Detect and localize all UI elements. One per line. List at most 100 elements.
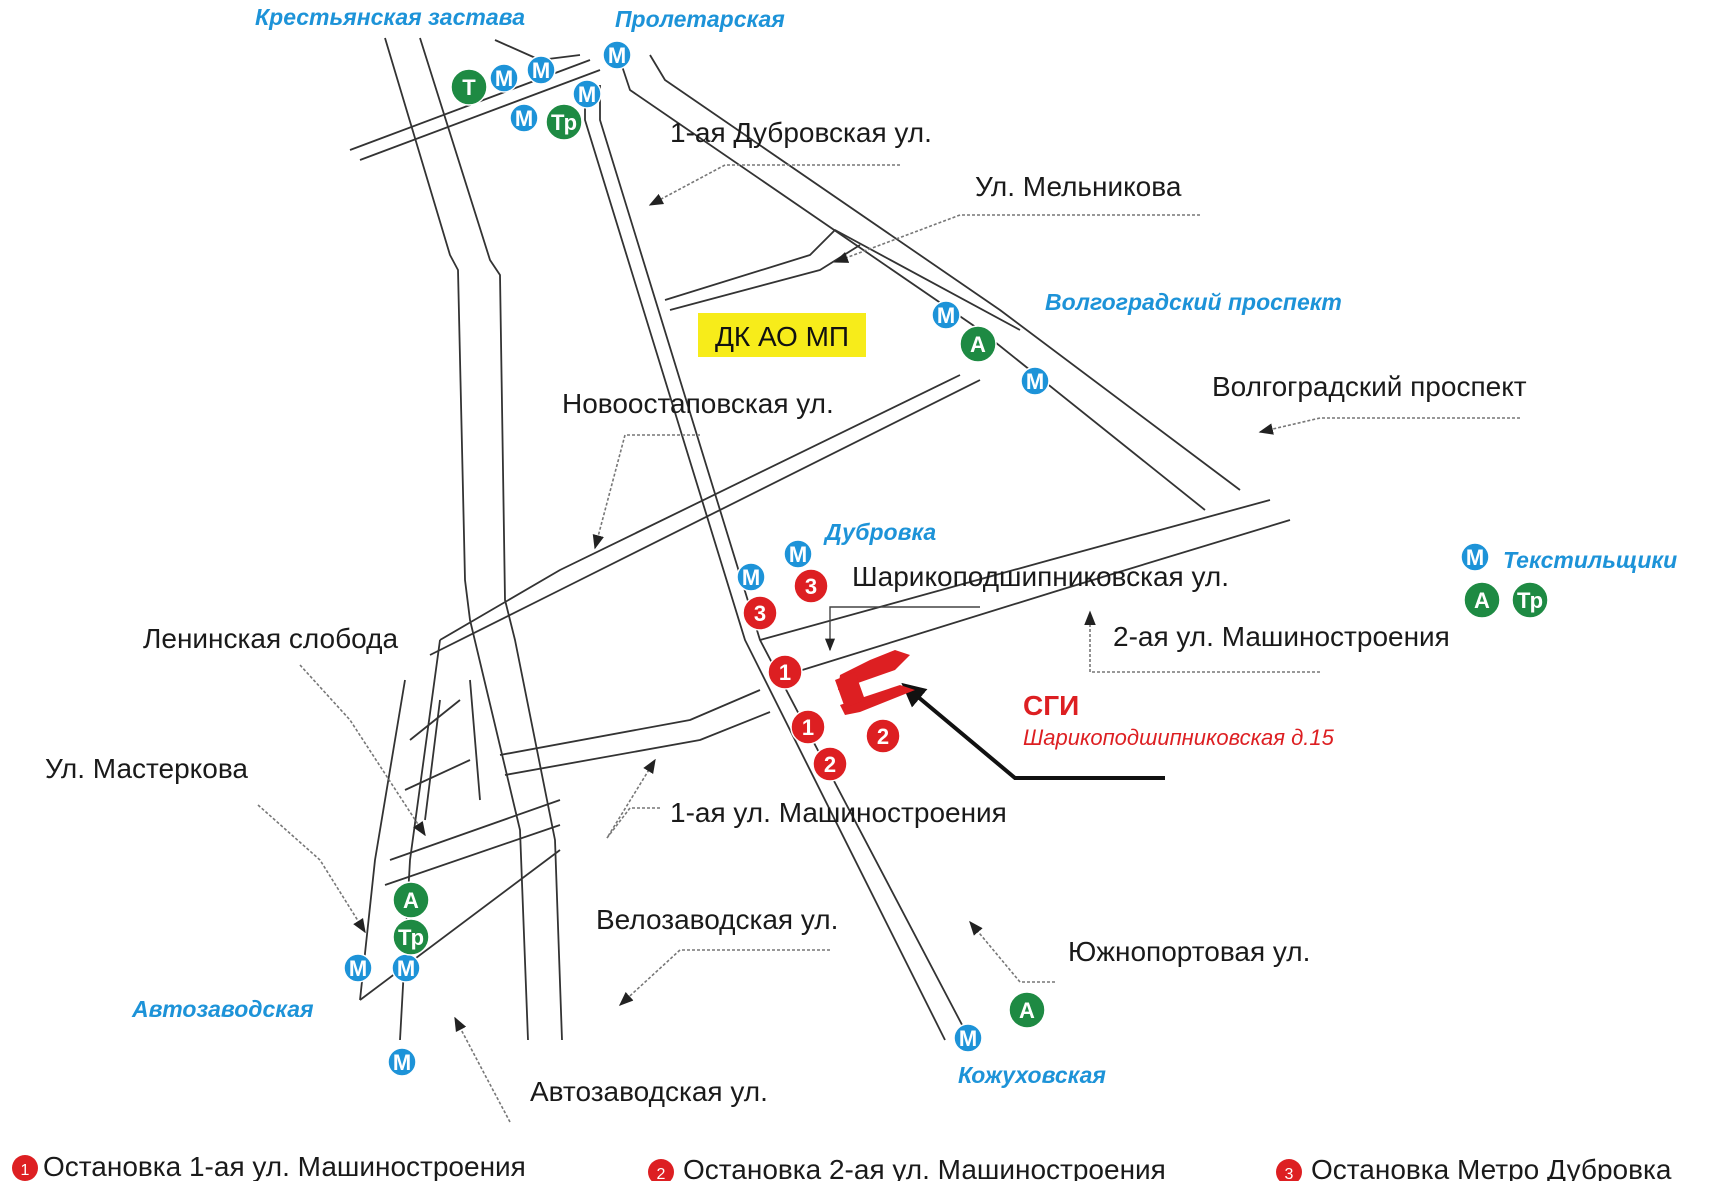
stop-2-icon bbox=[648, 1159, 674, 1185]
stop-1-icon: 1 bbox=[790, 709, 826, 745]
road-lenin-grid-4 bbox=[469, 679, 481, 801]
legend: 1 Остановка 1-ая ул. Машиностроения 2 Ос… bbox=[12, 1151, 1672, 1185]
svg-text:1: 1 bbox=[21, 1162, 30, 1179]
legend-item: 1 Остановка 1-ая ул. Машиностроения bbox=[12, 1151, 526, 1182]
road-left-avenue-b bbox=[419, 37, 563, 1041]
leader-avtozav-ul bbox=[454, 1016, 511, 1123]
road-melnikova-b bbox=[669, 244, 861, 311]
road-novoostap-b bbox=[429, 379, 981, 656]
road-krest-diag-b bbox=[359, 69, 601, 161]
svg-text:М: М bbox=[397, 956, 415, 981]
road-melnikova-a bbox=[664, 229, 1021, 331]
svg-text:2: 2 bbox=[824, 752, 836, 777]
metro-icon: М bbox=[602, 40, 632, 70]
street-labels: 1-ая Дубровская ул. Ул. Мельникова Волго… bbox=[45, 117, 1527, 1107]
metro-icon: М bbox=[736, 562, 766, 592]
leader-leninskaya bbox=[299, 664, 426, 837]
road-mash1-b bbox=[504, 711, 771, 776]
metro-icon: М bbox=[953, 1023, 983, 1053]
svg-text:М: М bbox=[1466, 545, 1484, 570]
leader-dubrovskaya1 bbox=[648, 164, 900, 206]
metro-icon: М bbox=[526, 55, 556, 85]
dk-highlight-box bbox=[698, 313, 866, 357]
badges: М М М М М М М М М М М М М М Т Тр А А Тр … bbox=[343, 40, 1549, 1077]
road-sharik-a bbox=[759, 499, 1271, 641]
stop-3-icon: 3 bbox=[742, 595, 778, 631]
svg-text:Тр: Тр bbox=[1517, 588, 1543, 613]
stop-1-icon: 1 bbox=[767, 654, 803, 690]
svg-text:Т: Т bbox=[462, 75, 476, 100]
trolley-icon: Тр bbox=[1511, 581, 1549, 619]
leader-masterkova bbox=[257, 804, 366, 934]
road-right-diag-a bbox=[649, 54, 1241, 491]
leader-volgo bbox=[1258, 417, 1520, 435]
leader-velozav bbox=[618, 949, 830, 1006]
dk-landmark: ДК АО МП bbox=[698, 313, 866, 357]
svg-text:М: М bbox=[789, 542, 807, 567]
stop-3-icon bbox=[1276, 1159, 1302, 1185]
svg-text:М: М bbox=[578, 82, 596, 107]
svg-text:М: М bbox=[937, 303, 955, 328]
svg-text:М: М bbox=[742, 565, 760, 590]
target-label: СГИ Шарикоподшипниковская д.15 bbox=[1023, 690, 1335, 750]
leader-yuzhnoport bbox=[969, 920, 1055, 983]
station-textil: Текстильщики bbox=[1503, 547, 1677, 573]
leader-lines bbox=[257, 164, 1520, 1123]
street-melnikova: Ул. Мельникова bbox=[975, 171, 1182, 202]
svg-text:Тр: Тр bbox=[398, 925, 424, 950]
svg-text:1: 1 bbox=[779, 660, 791, 685]
metro-icon: М bbox=[387, 1047, 417, 1077]
svg-text:А: А bbox=[403, 888, 419, 913]
road-lenin-grid-3 bbox=[424, 699, 441, 821]
legend-item: 2 Остановка 2-ая ул. Машиностроения bbox=[648, 1154, 1166, 1185]
stop-2-icon: 2 bbox=[812, 746, 848, 782]
station-avtozav: Автозаводская bbox=[131, 996, 314, 1022]
sgi-name: СГИ bbox=[1023, 690, 1079, 721]
street-masterkova: Ул. Мастеркова bbox=[45, 753, 248, 784]
metro-icon: М bbox=[343, 953, 373, 983]
road-sharik-b bbox=[769, 519, 1291, 681]
street-sharikopod: Шарикоподшипниковская ул. bbox=[852, 561, 1229, 592]
legend-label: Остановка Метро Дубровка bbox=[1311, 1154, 1672, 1181]
svg-text:Тр: Тр bbox=[551, 110, 577, 135]
svg-text:3: 3 bbox=[1285, 1166, 1294, 1181]
dk-label: ДК АО МП bbox=[715, 321, 849, 352]
bus-icon: А bbox=[1008, 991, 1046, 1029]
svg-text:М: М bbox=[349, 956, 367, 981]
bus-icon: А bbox=[1463, 581, 1501, 619]
road-lenin-grid-8 bbox=[384, 824, 561, 886]
road-lenin-grid-6 bbox=[404, 759, 471, 791]
svg-text:2: 2 bbox=[877, 724, 889, 749]
street-avtozav-ul: Автозаводская ул. bbox=[530, 1076, 768, 1107]
legend-item: 3 Остановка Метро Дубровка bbox=[1276, 1154, 1672, 1185]
station-volgo: Волгоградский проспект bbox=[1045, 289, 1342, 315]
stop-2-icon: 2 bbox=[865, 718, 901, 754]
sgi-building-icon bbox=[835, 650, 915, 715]
stop-1-icon bbox=[12, 1155, 38, 1181]
trolley-icon: Тр bbox=[392, 918, 430, 956]
station-labels: Крестьянская застава Пролетарская Волгог… bbox=[131, 4, 1677, 1088]
svg-text:А: А bbox=[970, 332, 986, 357]
tram-icon: Т bbox=[450, 68, 488, 106]
legend-label: Остановка 1-ая ул. Машиностроения bbox=[43, 1151, 526, 1181]
legend-label: Остановка 2-ая ул. Машиностроения bbox=[683, 1154, 1166, 1181]
street-velozav: Велозаводская ул. bbox=[596, 904, 838, 935]
road-lenin-grid-7 bbox=[389, 799, 561, 861]
station-krest: Крестьянская застава bbox=[255, 4, 525, 30]
metro-icon: М bbox=[931, 300, 961, 330]
road-lenin-grid-2 bbox=[359, 679, 406, 1001]
metro-icon: М bbox=[783, 539, 813, 569]
sgi-address: Шарикоподшипниковская д.15 bbox=[1023, 725, 1335, 750]
metro-icon: М bbox=[489, 63, 519, 93]
svg-text:1: 1 bbox=[802, 715, 814, 740]
metro-icon: М bbox=[1460, 542, 1490, 572]
svg-text:М: М bbox=[608, 43, 626, 68]
svg-text:А: А bbox=[1019, 998, 1035, 1023]
leader-novoostap bbox=[592, 434, 700, 550]
station-kozhuh: Кожуховская bbox=[958, 1062, 1106, 1088]
svg-text:3: 3 bbox=[754, 601, 766, 626]
stop-3-icon: 3 bbox=[793, 568, 829, 604]
svg-text:М: М bbox=[1026, 369, 1044, 394]
